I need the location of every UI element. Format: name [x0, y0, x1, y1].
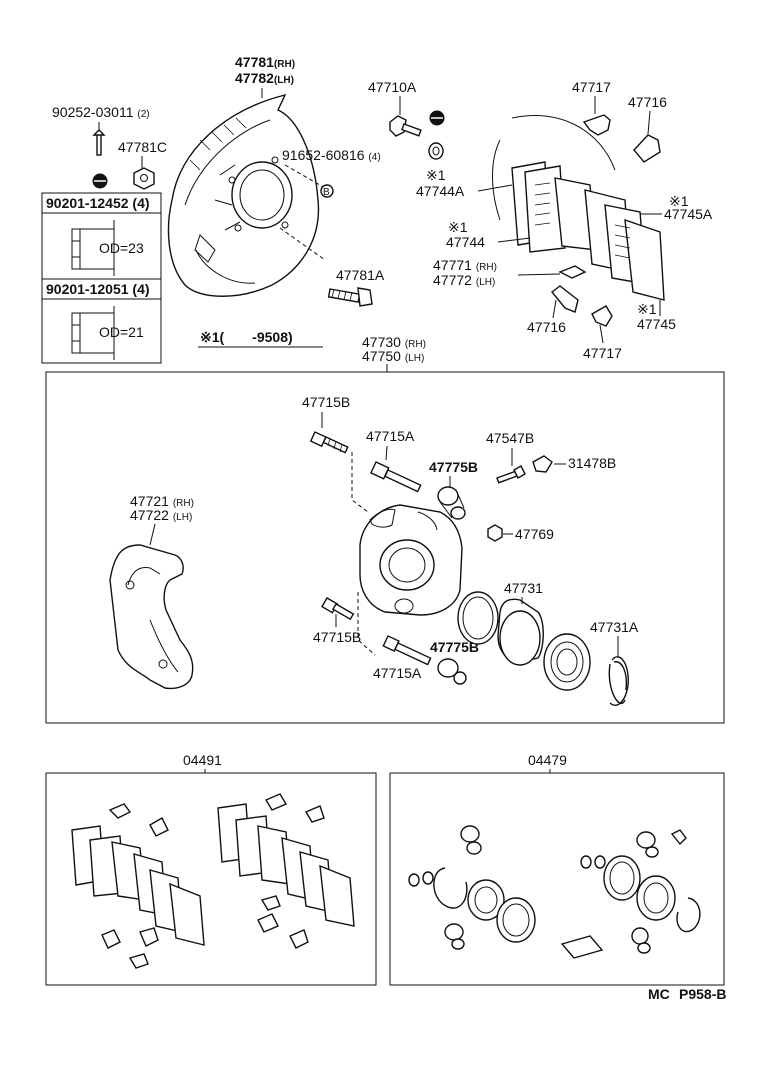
guide-pin-icon [369, 461, 422, 493]
washer-icon [428, 142, 444, 160]
bolt-top-label: 90252-03011 (2) [52, 104, 150, 120]
mount-rh-label: 47721 (RH) [130, 493, 194, 509]
spec-box: 90201-12452 (4) 90201-12051 (4) OD=23 OD… [41, 192, 162, 364]
pad-kit-contents [71, 793, 355, 969]
pad-kit-label: 04491 [183, 752, 222, 768]
shim-745a-label: 47745A [664, 206, 713, 222]
star2-label: ※1 [448, 219, 468, 235]
seal-kit-box [389, 772, 725, 986]
bolt-a-icon [389, 115, 422, 137]
clip-716-top-label: 47716 [628, 94, 667, 110]
shim-745-label: 47745 [637, 316, 676, 332]
dust-shield [167, 93, 320, 297]
ring-731a-label: 47731A [590, 619, 639, 635]
snap-ring-icon [608, 656, 629, 706]
pin-715a-top-label: 47715A [366, 428, 415, 444]
footer-code: MC [648, 986, 670, 1002]
caliper-box [45, 371, 725, 724]
guide-pin-icon [309, 431, 349, 454]
indicator-rh-label: 47771 (RH) [433, 257, 497, 273]
clip-717-bot-label: 47717 [583, 345, 622, 361]
brake-pads-group [492, 114, 665, 327]
screw-marker [320, 184, 334, 198]
star3-label: ※1 [669, 193, 689, 209]
dust-boot-icon [543, 633, 591, 691]
boot-775b-top-label: 47775B [429, 459, 478, 475]
boot-775b-bot-label: 47775B [430, 639, 479, 655]
spec-item1-label: 90201-12452 (4) [46, 195, 150, 211]
shim-744a-label: 47744A [416, 183, 465, 199]
star4-label: ※1 [637, 301, 657, 317]
collar-icon [71, 312, 115, 354]
bolt-icon [92, 129, 106, 156]
pin-715b-top-label: 47715B [302, 394, 350, 410]
cap-label: 31478B [568, 455, 616, 471]
boot-icon [437, 486, 466, 520]
collar-icon [71, 228, 115, 270]
leader-dashed [279, 164, 326, 261]
spec-item2-od: OD=21 [99, 324, 144, 340]
nut-769-label: 47769 [515, 526, 554, 542]
seal-kit-contents [408, 825, 701, 959]
bolt-a-label: 47710A [368, 79, 417, 95]
clip-icon [582, 114, 611, 136]
shim-744-label: 47744 [446, 234, 485, 250]
indicator-lh-label: 47772 (LH) [433, 272, 495, 288]
spec-item2-label: 90201-12051 (4) [46, 281, 150, 297]
seal-kit-label: 04479 [528, 752, 567, 768]
bolt-781a-icon [327, 287, 373, 307]
clip-icon [591, 305, 613, 327]
pad-kit-box [45, 772, 377, 986]
boot-icon [437, 658, 467, 685]
seal-731-label: 47731 [504, 580, 543, 596]
nut-c-label: 47781C [118, 139, 167, 155]
piston-icon [497, 598, 544, 666]
clip-716-bot-label: 47716 [527, 319, 566, 335]
caliper-body [359, 504, 463, 616]
nut-icon [487, 524, 503, 542]
screw-marker-label: B [323, 187, 330, 198]
pin-715a-bot-label: 47715A [373, 665, 422, 681]
clip-icon [550, 285, 579, 313]
shield-rh-label: 47781(RH) [235, 54, 295, 70]
bleeder-label: 47547B [486, 430, 534, 446]
mount-lh-label: 47722 (LH) [130, 507, 192, 523]
note-label: ※1( -9508) [200, 329, 293, 345]
caliper-asm-lh-label: 47750 (LH) [362, 348, 424, 364]
cap-icon [532, 455, 553, 473]
indicator-icon [558, 265, 587, 279]
clip-icon [633, 134, 661, 163]
guide-pin-icon [382, 635, 432, 666]
footer-page: P958-B [679, 986, 726, 1002]
bolt-781a-label: 47781A [336, 267, 385, 283]
star1-label: ※1 [426, 167, 446, 183]
piston-seal-icon [457, 591, 499, 645]
nut-icon [133, 167, 155, 190]
spec-item1-od: OD=23 [99, 240, 144, 256]
mounting-bracket [109, 544, 194, 690]
shield-lh-label: 47782(LH) [235, 70, 294, 86]
bleeder-icon [496, 465, 526, 484]
pin-715b-bot-label: 47715B [313, 629, 361, 645]
screw-b-label: 91652-60816 (4) [282, 147, 381, 163]
caliper-asm-rh-label: 47730 (RH) [362, 334, 426, 350]
guide-pin-icon [321, 597, 355, 621]
clip-717-top-label: 47717 [572, 79, 611, 95]
